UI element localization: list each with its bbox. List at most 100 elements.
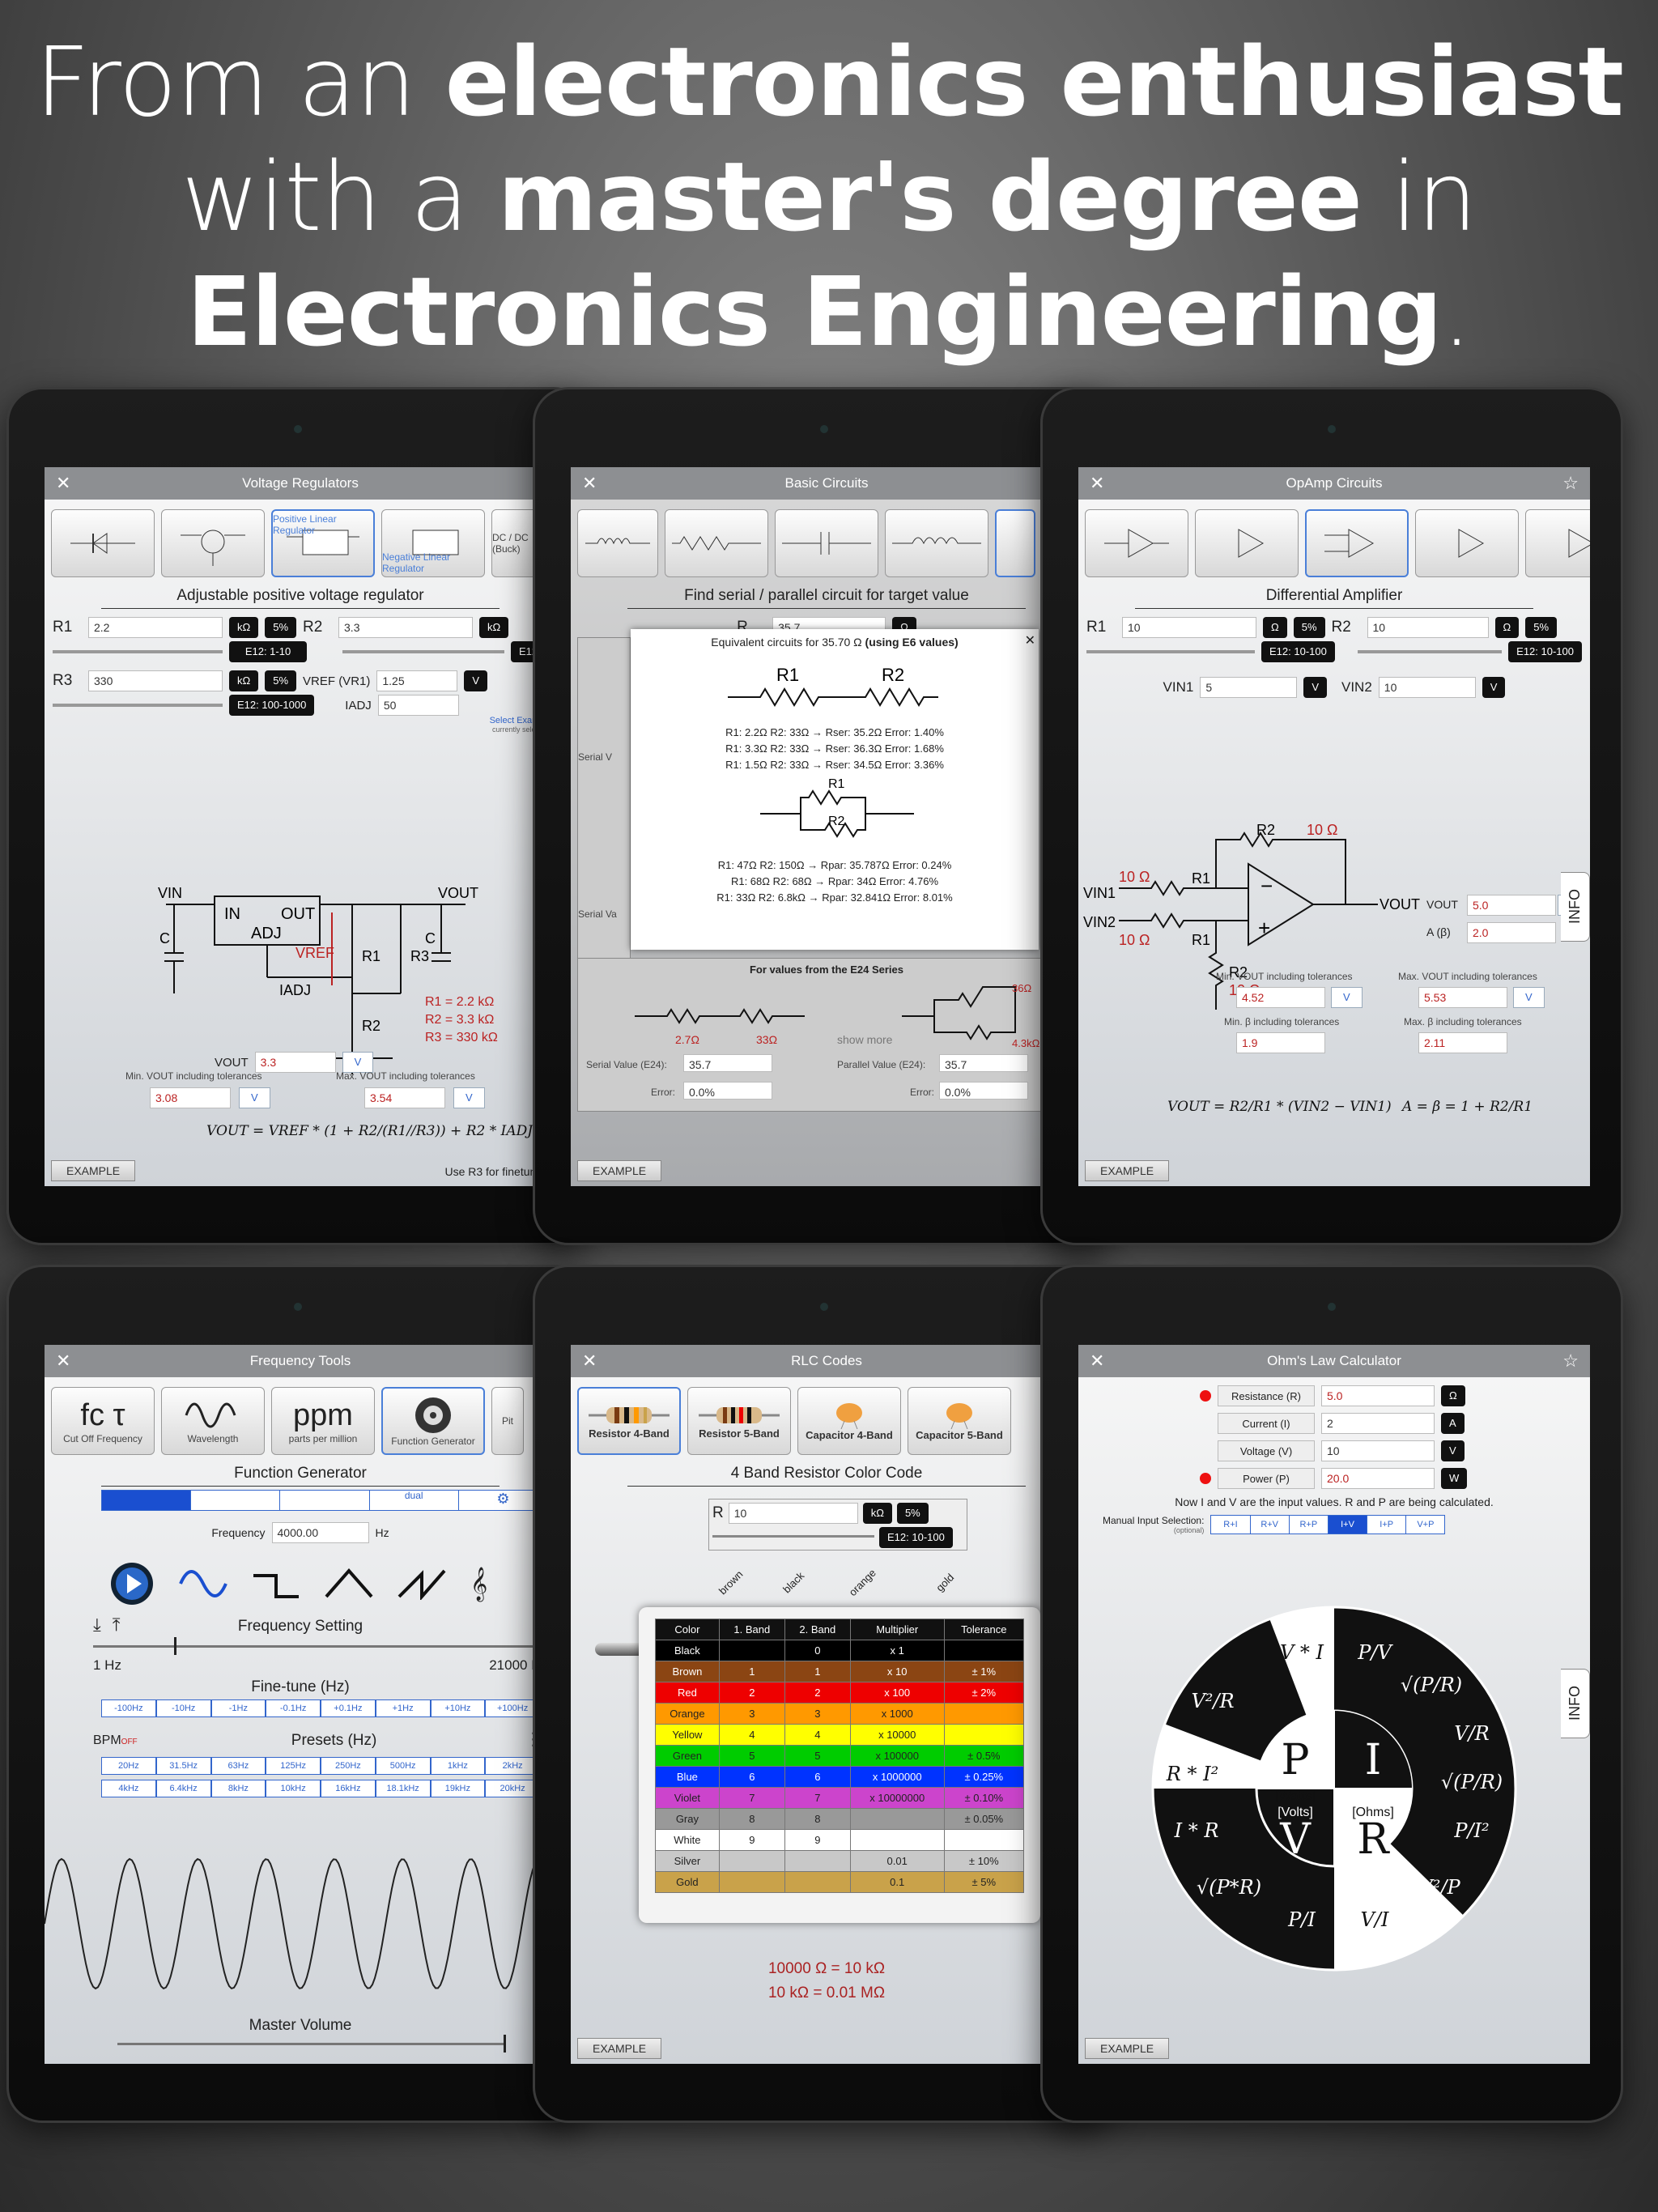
r1-input[interactable]: 10 <box>1122 617 1256 638</box>
tile-capacitor-total[interactable] <box>775 509 878 577</box>
tile-resistor-total[interactable] <box>665 509 768 577</box>
r2-input[interactable]: 3.3 <box>338 617 474 638</box>
music-note-icon[interactable]: 𝄞 <box>470 1566 488 1600</box>
iadj-input[interactable]: 50 <box>377 695 459 716</box>
r2-slider[interactable] <box>342 650 504 653</box>
r3-tol-button[interactable]: 5% <box>265 670 297 691</box>
tile-opamp-2[interactable] <box>1195 509 1299 577</box>
upload-icon[interactable]: ⤒ <box>112 1614 121 1635</box>
unit-button[interactable]: A <box>1441 1413 1465 1434</box>
sawtooth-wave-icon[interactable] <box>397 1568 446 1600</box>
close-icon[interactable]: ✕ <box>582 473 597 493</box>
r1-slider[interactable] <box>53 650 223 653</box>
info-button[interactable]: INFO <box>1561 872 1590 942</box>
ohm-value-input[interactable]: 10 <box>1321 1440 1435 1461</box>
slider-thumb[interactable] <box>174 1637 176 1655</box>
unit-button[interactable]: kΩ <box>862 1503 892 1524</box>
wave-tab-dual[interactable]: dual <box>368 1491 458 1510</box>
close-icon[interactable]: ✕ <box>582 1351 597 1371</box>
close-icon[interactable]: ✕ <box>56 473 71 493</box>
vin1-input[interactable]: 5 <box>1200 677 1298 698</box>
tile-function-generator[interactable]: Function Generator <box>381 1387 485 1455</box>
tile-dc-dc-buck[interactable]: DC / DC (Buck) <box>491 509 540 577</box>
square-wave-icon[interactable] <box>252 1568 300 1600</box>
min-vout-unit[interactable]: V <box>239 1087 270 1108</box>
tile-resistor-4-band[interactable]: Resistor 4-Band <box>577 1387 681 1455</box>
show-more-link[interactable]: show more <box>837 1033 893 1046</box>
frequency-input[interactable]: 4000.00 <box>271 1522 369 1543</box>
tile-differential-amplifier[interactable] <box>1305 509 1409 577</box>
unit-button[interactable]: Ω <box>1441 1385 1465 1406</box>
tile-inductor[interactable] <box>577 509 658 577</box>
star-icon[interactable]: ☆ <box>1562 1351 1579 1371</box>
vout-input[interactable]: 3.3 <box>254 1052 336 1073</box>
r3-slider[interactable] <box>53 704 223 707</box>
example-button[interactable]: EXAMPLE <box>1085 2038 1170 2059</box>
r2-input[interactable]: 10 <box>1367 617 1489 638</box>
ohm-value-input[interactable]: 2 <box>1321 1413 1435 1434</box>
tile-transistor[interactable] <box>161 509 265 577</box>
ohm-value-input[interactable]: 20.0 <box>1321 1468 1435 1489</box>
example-button[interactable]: EXAMPLE <box>51 1160 136 1181</box>
tile-inductor-total[interactable] <box>885 509 988 577</box>
tile-opamp-4[interactable] <box>1415 509 1519 577</box>
volume-thumb[interactable] <box>504 2035 506 2052</box>
r2-unit-button[interactable]: kΩ <box>479 617 509 638</box>
unit-button[interactable]: V <box>1441 1440 1465 1461</box>
min-vout-unit[interactable]: V <box>1331 987 1363 1008</box>
r1-unit-button[interactable]: Ω <box>1263 617 1287 638</box>
vin1-unit-button[interactable]: V <box>1303 677 1327 698</box>
tile-negative-linear-regulator[interactable]: Negative Linear Regulator <box>381 509 485 577</box>
vout-unit-button[interactable]: V <box>342 1052 374 1073</box>
example-button[interactable]: EXAMPLE <box>1085 1160 1170 1181</box>
sine-wave-icon[interactable] <box>179 1568 227 1600</box>
tile-diode[interactable] <box>51 509 155 577</box>
close-icon[interactable]: ✕ <box>1090 473 1105 493</box>
triangle-wave-icon[interactable] <box>325 1568 373 1600</box>
r1-unit-button[interactable]: kΩ <box>229 617 259 638</box>
star-icon[interactable]: ☆ <box>1562 473 1579 493</box>
wave-tab-2[interactable] <box>190 1491 280 1510</box>
r3-series-button[interactable]: E12: 100-1000 <box>229 695 315 716</box>
close-icon[interactable]: ✕ <box>56 1351 71 1371</box>
r1-series-button[interactable]: E12: 1-10 <box>229 641 307 662</box>
info-button[interactable]: INFO <box>1561 1669 1590 1738</box>
r2-unit-button[interactable]: Ω <box>1494 617 1520 638</box>
r1-series-button[interactable]: E12: 10-100 <box>1261 641 1335 662</box>
r1-tol-button[interactable]: 5% <box>1293 617 1325 638</box>
r1-input[interactable]: 2.2 <box>88 617 223 638</box>
r1-tol-button[interactable]: 5% <box>265 617 297 638</box>
tile-opamp-5[interactable] <box>1525 509 1590 577</box>
unit-button[interactable]: W <box>1441 1468 1468 1489</box>
tile-capacitor-5-band[interactable]: Capacitor 5-Band <box>908 1387 1011 1455</box>
r1-slider[interactable] <box>1086 650 1256 653</box>
r2-series-button[interactable]: E12: 10-100 <box>1508 641 1582 662</box>
series-button[interactable]: E12: 10-100 <box>879 1527 953 1548</box>
master-volume-slider[interactable] <box>117 2035 506 2052</box>
tile-wavelength[interactable]: Wavelength <box>161 1387 265 1455</box>
download-icon[interactable]: ⤓ <box>93 1614 101 1635</box>
wave-tab-3[interactable] <box>279 1491 369 1510</box>
tolerance-button[interactable]: 5% <box>896 1503 929 1524</box>
tile-target[interactable] <box>995 509 1035 577</box>
r3-input[interactable]: 330 <box>88 670 223 691</box>
resistance-slider[interactable] <box>712 1535 874 1538</box>
r3-unit-button[interactable]: kΩ <box>229 670 259 691</box>
example-button[interactable]: EXAMPLE <box>577 1160 662 1181</box>
ohm-value-input[interactable]: 5.0 <box>1321 1385 1435 1406</box>
vref-unit-button[interactable]: V <box>464 670 488 691</box>
tile-positive-linear-regulator[interactable]: Positive Linear Regulator <box>271 509 375 577</box>
vref-input[interactable]: 1.25 <box>376 670 458 691</box>
vin2-unit-button[interactable]: V <box>1482 677 1506 698</box>
